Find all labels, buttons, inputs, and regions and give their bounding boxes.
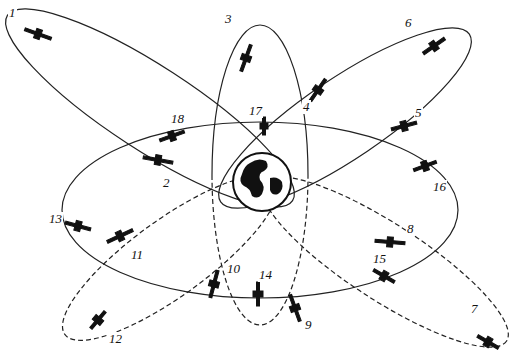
callout-number: 11 [130, 248, 144, 262]
satellite-icon [371, 266, 397, 287]
satellite-icon [206, 269, 223, 299]
orbit-line [198, 1, 491, 235]
callout-number: 2 [162, 176, 171, 190]
satellite-icon [390, 118, 418, 134]
callout-number: 16 [432, 180, 447, 194]
satellite-icon [286, 293, 305, 323]
satellite-icon [23, 25, 53, 44]
callout-number: 3 [224, 12, 233, 26]
orbit-line [0, 0, 315, 236]
satellite-icon [260, 117, 268, 135]
orbit-line [42, 151, 297, 361]
callout-number: 17 [248, 104, 263, 118]
callout-number: 8 [406, 222, 415, 236]
earth-globe [233, 153, 291, 211]
satellite-icon [158, 127, 186, 145]
callout-number: 10 [226, 262, 241, 276]
satellite-icon [375, 236, 406, 249]
callout-number: 12 [108, 332, 123, 346]
satellite-icon [105, 226, 135, 247]
callout-number: 7 [470, 302, 479, 316]
satellite-icon [87, 308, 109, 331]
orbit-line [62, 122, 458, 210]
callout-number: 9 [304, 318, 313, 332]
callout-number: 18 [170, 112, 185, 126]
satellite-icon [253, 282, 263, 306]
callout-number: 13 [48, 212, 63, 226]
callout-number: 6 [404, 16, 413, 30]
satellite-icon [142, 152, 173, 167]
satellite-icon [420, 34, 447, 57]
callout-number: 14 [258, 268, 273, 282]
callout-number: 1 [8, 6, 17, 20]
satellite-icon [412, 157, 438, 175]
satellite-icon [64, 218, 92, 234]
callout-number: 4 [302, 100, 311, 114]
callout-number: 5 [414, 106, 423, 120]
callout-number: 15 [372, 252, 387, 266]
satellite-icon [475, 332, 501, 353]
satellite-icon [237, 43, 256, 73]
